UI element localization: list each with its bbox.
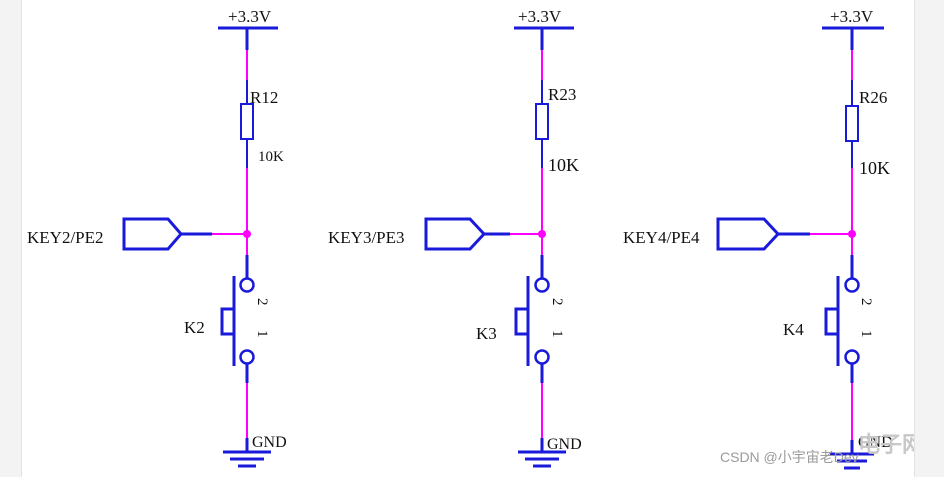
- pin-1-label: 1: [549, 330, 565, 338]
- supply-label: +3.3V: [830, 7, 874, 26]
- net-port: [716, 217, 781, 251]
- switch-contact-top: [239, 277, 255, 293]
- pin-2-label: 2: [254, 298, 270, 306]
- resistor-body: [535, 103, 549, 140]
- resistor-value: 10K: [548, 155, 579, 175]
- switch-contact-bottom: [534, 349, 550, 365]
- net-label: KEY3/PE3: [328, 228, 405, 247]
- resistor-body: [845, 105, 859, 142]
- right-page-edge: [914, 0, 944, 477]
- resistor-ref: R26: [859, 88, 887, 107]
- net-label: KEY2/PE2: [27, 228, 104, 247]
- switch-ref: K4: [783, 320, 804, 339]
- resistor-ref: R23: [548, 85, 576, 104]
- supply-label: +3.3V: [228, 7, 272, 26]
- net-port: [122, 217, 183, 251]
- circuit-k4: +3.3V R26 10K KEY4/PE4 2 1 K4: [623, 7, 893, 470]
- pin-1-label: 1: [858, 330, 874, 338]
- left-page-edge: [0, 0, 22, 477]
- switch-button: [220, 307, 234, 336]
- resistor-ref: R12: [250, 88, 278, 107]
- circuit-k3: +3.3V R23 10K KEY3/PE3 2 1 K3: [328, 7, 582, 468]
- switch-ref: K3: [476, 324, 497, 343]
- net-port: [424, 217, 487, 251]
- watermark-text: CSDN @小宇宙老Dev: [720, 449, 859, 465]
- supply-label: +3.3V: [518, 7, 562, 26]
- switch-button: [514, 307, 528, 336]
- switch-ref: K2: [184, 318, 205, 337]
- switch-contact-top: [844, 277, 860, 293]
- resistor-body: [240, 103, 254, 140]
- switch-contact-bottom: [239, 349, 255, 365]
- resistor-value: 10K: [859, 158, 890, 178]
- ground-label: GND: [547, 436, 582, 453]
- watermark-logo: 电子网: [858, 432, 924, 457]
- circuit-k2: +3.3V R12 10K KEY2/PE2 2 1: [27, 7, 287, 468]
- resistor-value: 10K: [258, 149, 284, 165]
- ground-label: GND: [252, 434, 287, 451]
- switch-contact-bottom: [844, 349, 860, 365]
- pin-1-label: 1: [254, 330, 270, 338]
- pin-2-label: 2: [549, 298, 565, 306]
- ground-label: GND: [858, 434, 893, 451]
- watermark: 电子网 CSDN @小宇宙老Dev: [720, 432, 924, 465]
- switch-contact-top: [534, 277, 550, 293]
- pin-2-label: 2: [858, 298, 874, 306]
- switch-button: [824, 307, 838, 336]
- net-label: KEY4/PE4: [623, 228, 700, 247]
